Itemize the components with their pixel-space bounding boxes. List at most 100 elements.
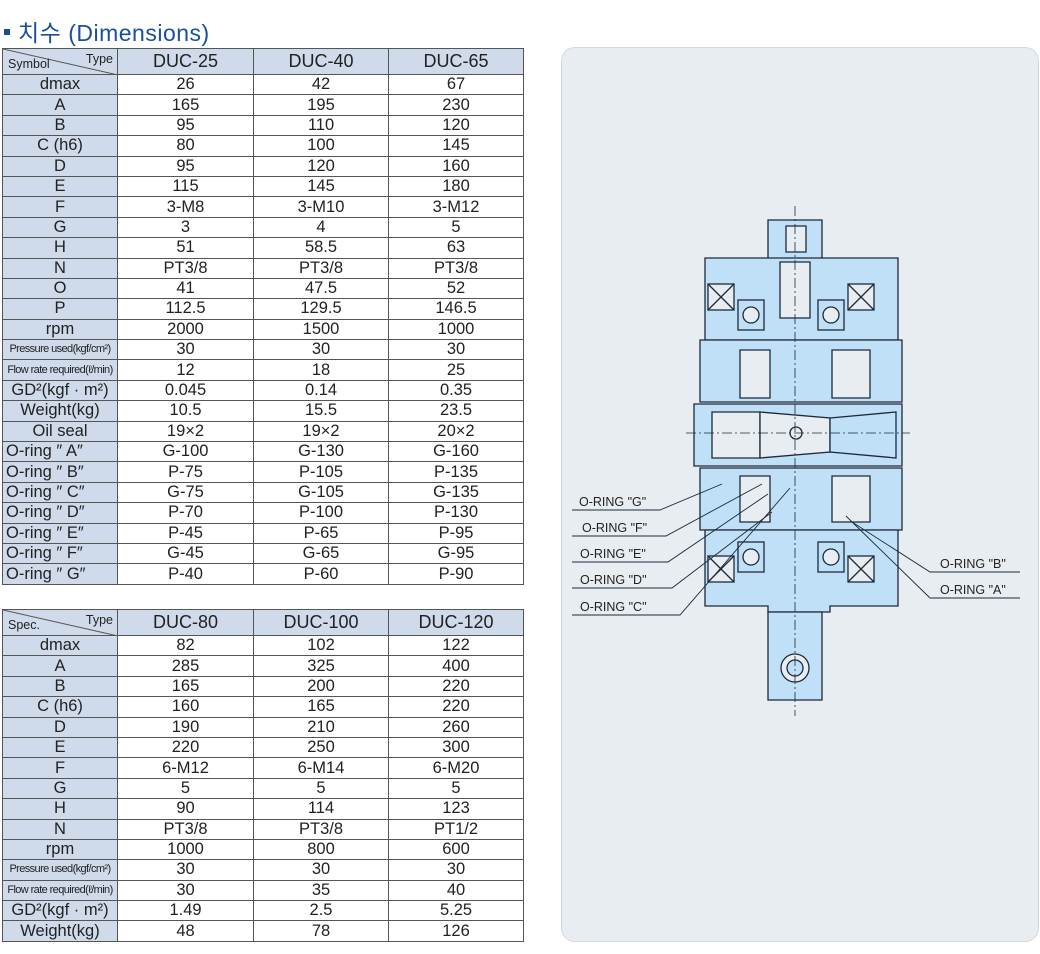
- table-cell: 6-M14: [253, 757, 389, 779]
- row-label: O-ring ″ A″: [2, 441, 118, 463]
- table-cell: 30: [117, 339, 254, 361]
- table-cell: 180: [388, 175, 524, 198]
- table-cell: 30: [388, 859, 524, 881]
- row-label: D: [2, 716, 118, 738]
- table-cell: 19×2: [117, 420, 254, 443]
- row-label: F: [2, 757, 118, 779]
- centerlines: [686, 206, 910, 716]
- row-label: rpm: [2, 318, 118, 341]
- table-cell: 15.5: [253, 400, 389, 422]
- table-cell: P-95: [388, 522, 524, 544]
- row-label: O-ring ″ C″: [2, 481, 118, 504]
- table-cell: 220: [388, 675, 524, 698]
- table-cell: G-45: [117, 542, 254, 565]
- table-cell: PT3/8: [117, 818, 254, 840]
- table-cell: 145: [253, 175, 389, 198]
- corner-symbol-label: Symbol: [8, 57, 50, 71]
- table-cell: G-95: [388, 542, 524, 565]
- label-o-ring-b: O-RING "B": [940, 557, 1006, 571]
- row-label: dmax: [2, 634, 118, 657]
- column-header: DUC-65: [388, 48, 524, 75]
- table-cell: 112.5: [117, 298, 254, 320]
- table-cell: 78: [253, 920, 389, 942]
- leader-lines: [572, 483, 1020, 616]
- column-header: DUC-25: [117, 48, 254, 75]
- row-label: dmax: [2, 73, 118, 96]
- table-cell: 52: [388, 277, 524, 300]
- table-cell: P-90: [388, 563, 524, 585]
- label-o-ring-c: O-RING "C": [580, 600, 647, 614]
- label-o-ring-d: O-RING "D": [580, 573, 647, 587]
- row-label: GD²(kgf · m²): [2, 379, 118, 402]
- table-cell: 48: [117, 920, 254, 942]
- corner-diagonal-icon: [3, 610, 114, 635]
- row-label: O: [2, 277, 118, 300]
- table-cell: 129.5: [253, 298, 389, 320]
- table-cell: 122: [388, 634, 524, 657]
- row-label: Pressure used(kgf/cm²): [2, 859, 118, 881]
- table-cell: 126: [388, 920, 524, 942]
- row-label: H: [2, 237, 118, 259]
- table-cell: 18: [253, 359, 389, 381]
- section-title: 치수 (Dimensions): [4, 14, 210, 48]
- row-label: Pressure used(kgf/cm²): [2, 339, 118, 361]
- table-cell: 800: [253, 838, 389, 861]
- table-cell: 190: [117, 716, 254, 738]
- table-cell: 160: [388, 155, 524, 177]
- table-cell: P-65: [253, 522, 389, 544]
- corner-type-label: Type: [85, 613, 113, 627]
- table-cell: P-135: [388, 461, 524, 483]
- table-cell: 120: [253, 155, 389, 177]
- row-label: P: [2, 298, 118, 320]
- table-cell: 230: [388, 94, 524, 116]
- bullet-square-icon: [4, 28, 10, 35]
- table-cell: 1.49: [117, 900, 254, 922]
- table-cell: 95: [117, 114, 254, 137]
- row-label: O-ring ″ D″: [2, 502, 118, 524]
- table-cell: 145: [388, 135, 524, 157]
- table-cell: 123: [388, 798, 524, 820]
- table-cell: 40: [388, 879, 524, 902]
- table-cell: PT3/8: [117, 257, 254, 279]
- row-label: Oil seal: [2, 420, 118, 443]
- row-label: O-ring ″ G″: [2, 563, 118, 585]
- column-header: DUC-120: [388, 609, 524, 636]
- section-title-text: 치수 (Dimensions): [18, 20, 210, 46]
- row-label: G: [2, 777, 118, 800]
- column-header: DUC-100: [253, 609, 389, 636]
- row-label: O-ring ″ B″: [2, 461, 118, 483]
